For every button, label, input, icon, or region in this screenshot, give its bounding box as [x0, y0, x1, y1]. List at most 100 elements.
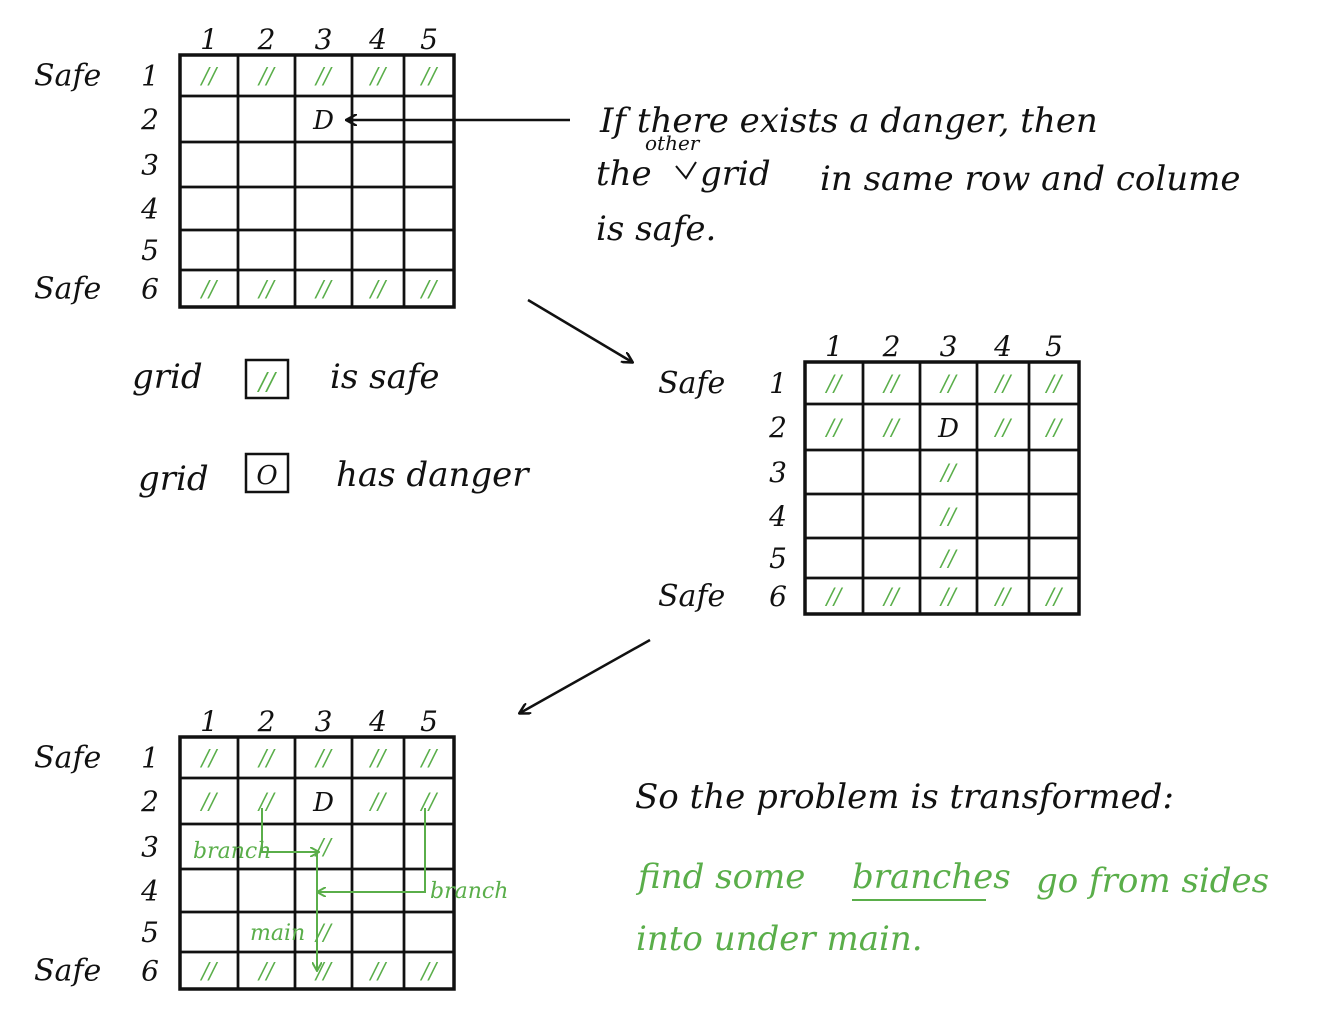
col-header: 1 [200, 23, 218, 56]
conclusion-line-1: So the problem is transformed: [635, 777, 1174, 817]
grid-cell [1027, 448, 1081, 496]
row-header: 6 [141, 955, 159, 988]
safe-row-label: Safe [658, 366, 725, 401]
branch-left-label: branch [193, 839, 271, 864]
rule-line-2a: the [596, 154, 652, 194]
branch-right-path [318, 808, 426, 892]
col-header: 2 [257, 705, 276, 738]
branch-left-path [261, 808, 318, 852]
grid-cell [350, 185, 406, 232]
grid-cell [975, 492, 1031, 540]
safe-mark: // [314, 921, 333, 946]
grid-cell [293, 228, 354, 272]
safe-mark: // [200, 65, 219, 90]
grid-cell [350, 822, 406, 871]
grid-cell [861, 536, 922, 580]
caret-mark [675, 161, 697, 180]
safe-mark: // [994, 372, 1013, 397]
grid-cell [178, 185, 240, 232]
flow-arrow-1 [527, 298, 632, 362]
row-header: 4 [140, 193, 159, 226]
col-header: 3 [315, 23, 333, 56]
safe-mark: // [825, 585, 844, 610]
safe-mark: // [314, 747, 333, 772]
rule-note: If there exists a danger, then other the… [596, 101, 1240, 249]
grid-cell [178, 910, 240, 954]
legend-safe-mark: // [257, 368, 278, 396]
conclusion: So the problem is transformed: find some… [635, 777, 1269, 959]
danger-mark: D [937, 414, 959, 444]
safe-mark: // [1045, 372, 1064, 397]
row-header: 3 [769, 456, 787, 489]
grid-cell [178, 94, 240, 144]
safe-mark: // [369, 790, 388, 815]
grid-cell [861, 448, 922, 496]
legend-safe-box [244, 358, 290, 400]
grid-cell [861, 492, 922, 540]
grid-cell [975, 448, 1031, 496]
safe-mark: // [257, 960, 276, 985]
safe-mark: // [200, 790, 219, 815]
safe-mark: // [314, 278, 333, 303]
safe-row-label: Safe [658, 579, 725, 614]
col-header: 1 [825, 330, 843, 363]
grid-cell [350, 910, 406, 954]
safe-mark: // [882, 585, 901, 610]
row-header: 2 [768, 411, 787, 444]
grid-cell [293, 185, 354, 232]
grid-cell [350, 228, 406, 272]
col-header: 3 [315, 705, 333, 738]
col-header: 1 [200, 705, 218, 738]
safe-mark: // [420, 278, 439, 303]
row-header: 5 [769, 542, 787, 575]
col-header: 5 [1045, 330, 1063, 363]
safe-mark: // [825, 416, 844, 441]
safe-mark: // [939, 372, 958, 397]
row-header: 1 [141, 60, 159, 93]
safe-mark: // [257, 65, 276, 90]
safe-mark: // [420, 960, 439, 985]
legend-safe-prefix: grid [132, 357, 203, 397]
safe-mark: // [369, 960, 388, 985]
row-header: 1 [141, 742, 159, 775]
grid-cell [1027, 492, 1081, 540]
col-header: 4 [993, 330, 1012, 363]
legend-safe-suffix: is safe [330, 357, 440, 397]
grid-cell [402, 185, 456, 232]
main-label: main [250, 921, 305, 946]
col-header: 5 [420, 705, 438, 738]
path-annotations [261, 808, 426, 970]
legend-danger-suffix: has danger [336, 455, 530, 495]
row-header: 2 [140, 103, 159, 136]
safe-mark: // [882, 416, 901, 441]
row-header: 1 [769, 367, 787, 400]
safe-row-label: Safe [34, 954, 101, 989]
grid-border [803, 360, 1081, 616]
grid-cell [1027, 536, 1081, 580]
row-header: 4 [768, 500, 787, 533]
safe-mark: // [420, 790, 439, 815]
grid-cell [293, 140, 354, 189]
row-header: 2 [140, 785, 159, 818]
branch-right-label: branch [430, 879, 508, 904]
row-header: 3 [141, 149, 159, 182]
safe-mark: // [939, 547, 958, 572]
grid-cell [350, 867, 406, 914]
conclusion-line-2c: go from sides [1036, 861, 1269, 901]
grid-cell [402, 822, 456, 871]
grid-cell [803, 448, 865, 496]
row-header: 3 [141, 831, 159, 864]
row-header: 4 [140, 875, 159, 908]
grid-cell [178, 228, 240, 272]
safe-row-label: Safe [34, 741, 101, 776]
col-header: 4 [368, 23, 387, 56]
safe-mark: // [200, 747, 219, 772]
safe-row-label: Safe [34, 59, 101, 94]
grid-cell [293, 867, 354, 914]
grid-border [178, 53, 456, 309]
rule-line-2b: grid [700, 154, 771, 194]
col-header: 4 [368, 705, 387, 738]
